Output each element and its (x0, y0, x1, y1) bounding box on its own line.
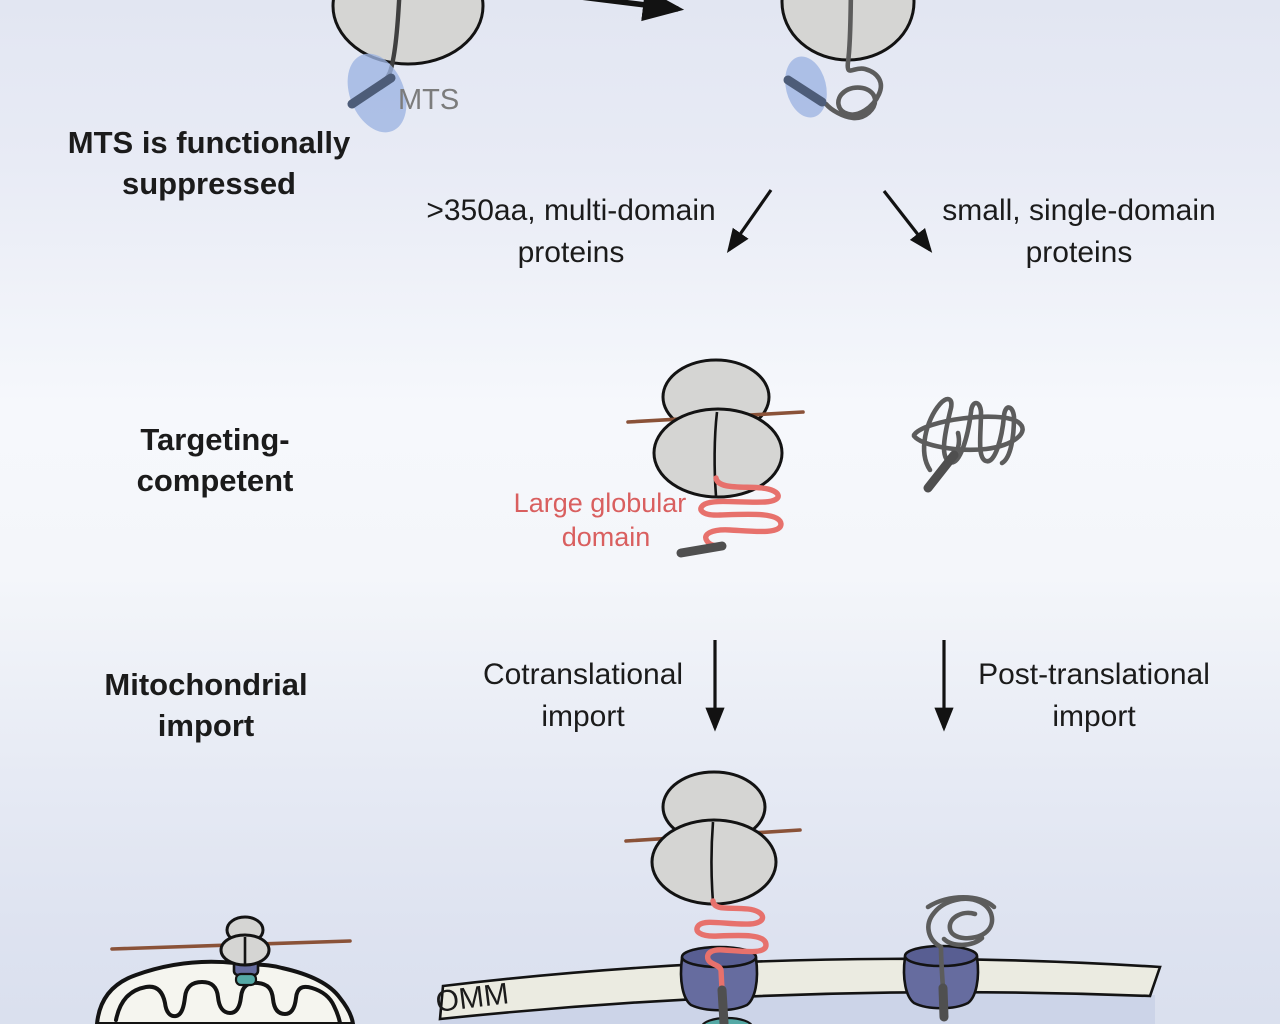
mitochondrion-outline (94, 959, 356, 1024)
mts-shield-ellipse (347, 53, 407, 133)
tim-complex-mini (234, 972, 258, 987)
protein-coil-cross (941, 935, 985, 948)
mts-bar (783, 75, 827, 107)
stage-label-import-line1: Mitochondrial (104, 667, 307, 702)
branch-label-single-domain-line1: small, single-domain (942, 194, 1215, 227)
ribosome-large-subunit (652, 407, 784, 499)
protein-coil (926, 896, 995, 950)
branch-label-single-domain-line2: proteins (1026, 236, 1133, 269)
protein-coil (921, 396, 1017, 473)
stage-label-suppressed-line2: suppressed (122, 166, 296, 201)
ribosome-large-subunit (650, 818, 778, 906)
ribosome-large-subunit (331, 0, 485, 66)
nascent-chain-loop (823, 0, 884, 121)
mts-bar-through-tom (717, 985, 729, 1024)
pathway-label-cotranslational-line1: Cotranslational (483, 658, 683, 691)
stage-label-targeting-line2: competent (137, 463, 294, 498)
stage-label-targeting-line1: Targeting- (140, 422, 289, 457)
branch-arrow-multi-domain (726, 189, 773, 253)
protein-coil-cross (925, 895, 997, 910)
large-globular-domain-label-line2: domain (562, 522, 651, 552)
nascent-chain-importing (694, 898, 769, 993)
pathway-label-cotranslational-line2: import (541, 700, 625, 733)
intermembrane-space-shading (440, 991, 1155, 1024)
protein-coil-cross (911, 414, 1025, 453)
mts-bar (676, 541, 727, 558)
folded-small-protein (911, 396, 1025, 493)
ribosome-mini (110, 915, 352, 967)
cristae (114, 980, 342, 1024)
pathway-label-posttranslational-line2: import (1052, 700, 1136, 733)
pathway-label-posttranslational-line1: Post-translational (978, 658, 1210, 691)
folded-protein-at-tom (925, 895, 997, 1022)
mitochondrion (94, 915, 356, 1024)
ribosome-subunit-interface (710, 821, 715, 903)
ribosome-subunit-interface (713, 411, 719, 497)
branch-label-multi-domain-line1: >350aa, multi-domain (426, 194, 715, 227)
mts-bar (923, 450, 959, 493)
mts-bar (347, 73, 396, 109)
stage-label-import-line2: import (158, 708, 254, 743)
large-globular-domain-label-line1: Large globular (514, 488, 687, 518)
nascent-chain-large-domain (698, 475, 784, 549)
ribosome-mts-suppressed-translating (780, 0, 916, 121)
ribosome-mts-suppressed (331, 0, 485, 133)
mts-bar-through-tom (938, 983, 949, 1022)
ribosome-at-tom (624, 770, 802, 1024)
mts-label: MTS (398, 84, 459, 116)
top-transition-arrow (582, 0, 685, 22)
branch-label-multi-domain-line2: proteins (518, 236, 625, 269)
stage-label-suppressed-line1: MTS is functionally (68, 125, 351, 160)
protein-chain-link (938, 944, 946, 991)
outer-mitochondrial-membrane (438, 957, 1162, 1021)
branch-arrow-single-domain (882, 190, 933, 253)
ribosome-cotranslational-substrate (626, 358, 805, 558)
